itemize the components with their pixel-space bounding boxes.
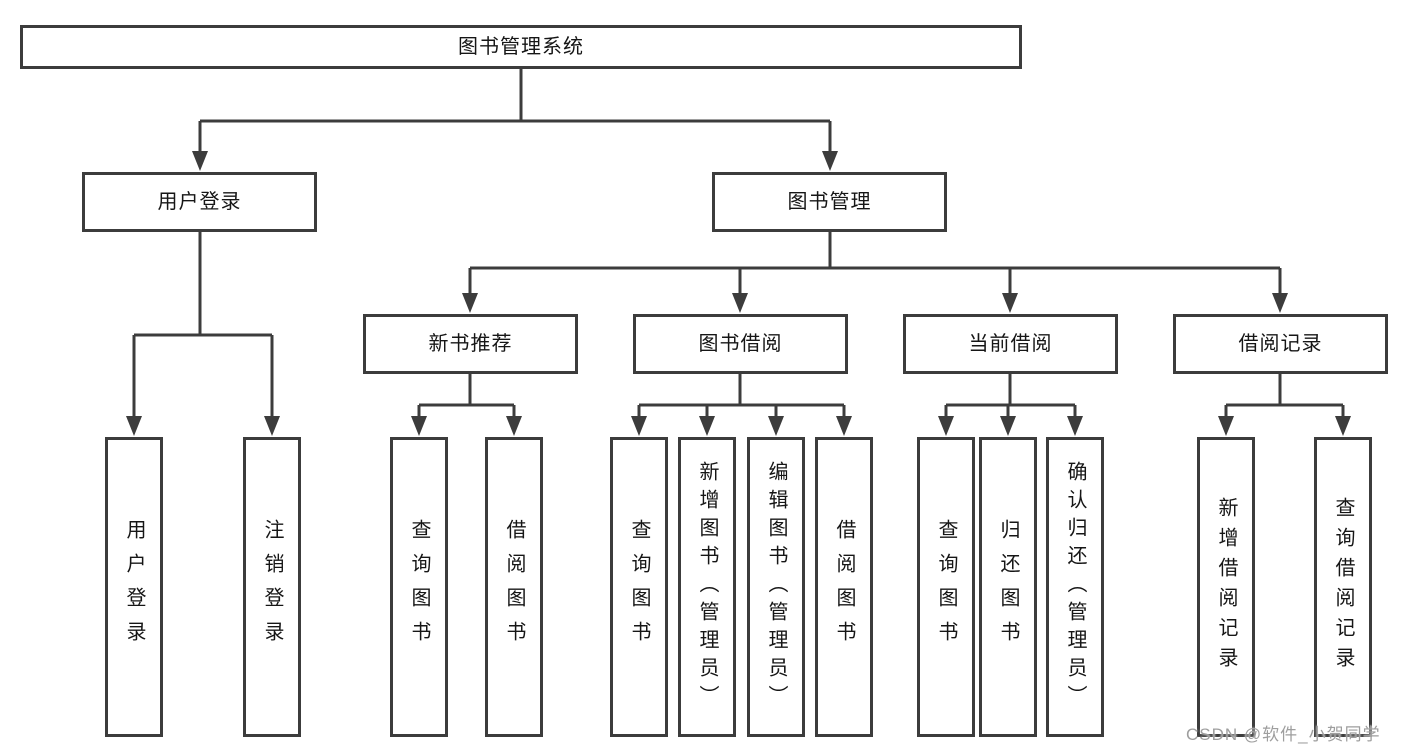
arrow-leaf-1 (126, 416, 142, 436)
arrow-user-login (192, 151, 208, 171)
edge-borrowing-to-leaves (637, 374, 846, 418)
node-book-management: 图书管理 (712, 172, 947, 232)
node-leaf-logout: 注销登录 (243, 437, 301, 737)
node-leaf-nb-borrow-books: 借阅图书 (485, 437, 543, 737)
arrow-book-mgmt (822, 151, 838, 171)
arrow-leaf-12 (1218, 416, 1234, 436)
node-leaf-bb-query-books: 查询图书 (610, 437, 668, 737)
edge-records-to-leaves (1224, 374, 1345, 418)
node-leaf-br-add-record: 新增借阅记录 (1197, 437, 1255, 737)
node-leaf-bb-borrow-books: 借阅图书 (815, 437, 873, 737)
node-leaf-cb-query-books: 查询图书 (917, 437, 975, 737)
node-leaf-user-login: 用户登录 (105, 437, 163, 737)
arrow-leaf-8 (836, 416, 852, 436)
arrow-leaf-9 (938, 416, 954, 436)
arrow-leaf-11 (1067, 416, 1083, 436)
arrow-book-borrowing (732, 293, 748, 313)
node-root: 图书管理系统 (20, 25, 1022, 69)
node-new-book-recommend: 新书推荐 (363, 314, 578, 374)
arrow-leaf-6 (699, 416, 715, 436)
arrow-current-borrowing (1002, 293, 1018, 313)
arrow-leaf-10 (1000, 416, 1016, 436)
edge-userlogin-to-leaves (132, 232, 274, 418)
arrow-leaf-5 (631, 416, 647, 436)
edge-bookmgmt-to-level3 (468, 232, 1282, 295)
arrow-leaf-4 (506, 416, 522, 436)
node-leaf-bb-edit-books: 编辑图书（管理员） (747, 437, 805, 737)
node-leaf-bb-add-books: 新增图书（管理员） (678, 437, 736, 737)
arrow-leaf-7 (768, 416, 784, 436)
node-user-login: 用户登录 (82, 172, 317, 232)
node-leaf-cb-return-books: 归还图书 (979, 437, 1037, 737)
node-borrowing-records: 借阅记录 (1173, 314, 1388, 374)
edge-root-to-level2 (198, 69, 832, 152)
node-leaf-nb-query-books: 查询图书 (390, 437, 448, 737)
edge-current-to-leaves (944, 374, 1077, 418)
node-book-borrowing: 图书借阅 (633, 314, 848, 374)
arrowheads (126, 151, 1351, 436)
node-leaf-cb-confirm-return: 确认归还（管理员） (1046, 437, 1104, 737)
arrow-new-book (462, 293, 478, 313)
csdn-watermark: CSDN @软件_小贺同学 (1186, 725, 1381, 744)
arrow-leaf-3 (411, 416, 427, 436)
node-current-borrowing: 当前借阅 (903, 314, 1118, 374)
arrow-borrowing-records (1272, 293, 1288, 313)
arrow-leaf-13 (1335, 416, 1351, 436)
arrow-leaf-2 (264, 416, 280, 436)
node-leaf-br-query-record: 查询借阅记录 (1314, 437, 1372, 737)
edge-newbook-to-leaves (417, 374, 516, 418)
